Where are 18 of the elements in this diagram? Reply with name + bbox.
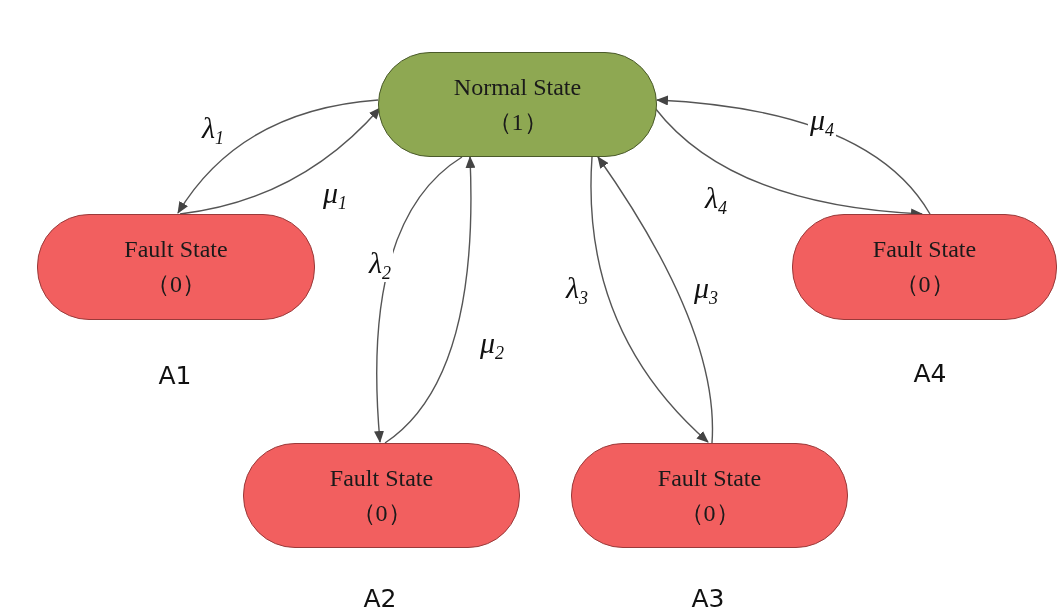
state-text: （0）	[679, 498, 740, 528]
state-text: （1）	[487, 107, 548, 137]
state-text: Fault State	[124, 235, 228, 265]
state-text: （0）	[146, 270, 206, 299]
node-caption: A2	[363, 583, 397, 612]
node-caption: A1	[158, 360, 192, 390]
state-text: Fault State	[872, 235, 977, 265]
curved-arrow	[656, 95, 931, 215]
state-text: Fault State	[657, 463, 762, 493]
state-text: Fault State	[329, 463, 434, 493]
edge-label: λ$_{2}$	[367, 248, 393, 282]
curved-arrow	[384, 156, 476, 444]
curved-arrow	[374, 156, 463, 443]
node-caption: A3	[691, 583, 725, 612]
state-text: （0）	[894, 270, 955, 299]
state-text: Normal State	[453, 72, 582, 102]
state-text: （0）	[351, 498, 412, 528]
node-caption: A4	[913, 358, 947, 388]
